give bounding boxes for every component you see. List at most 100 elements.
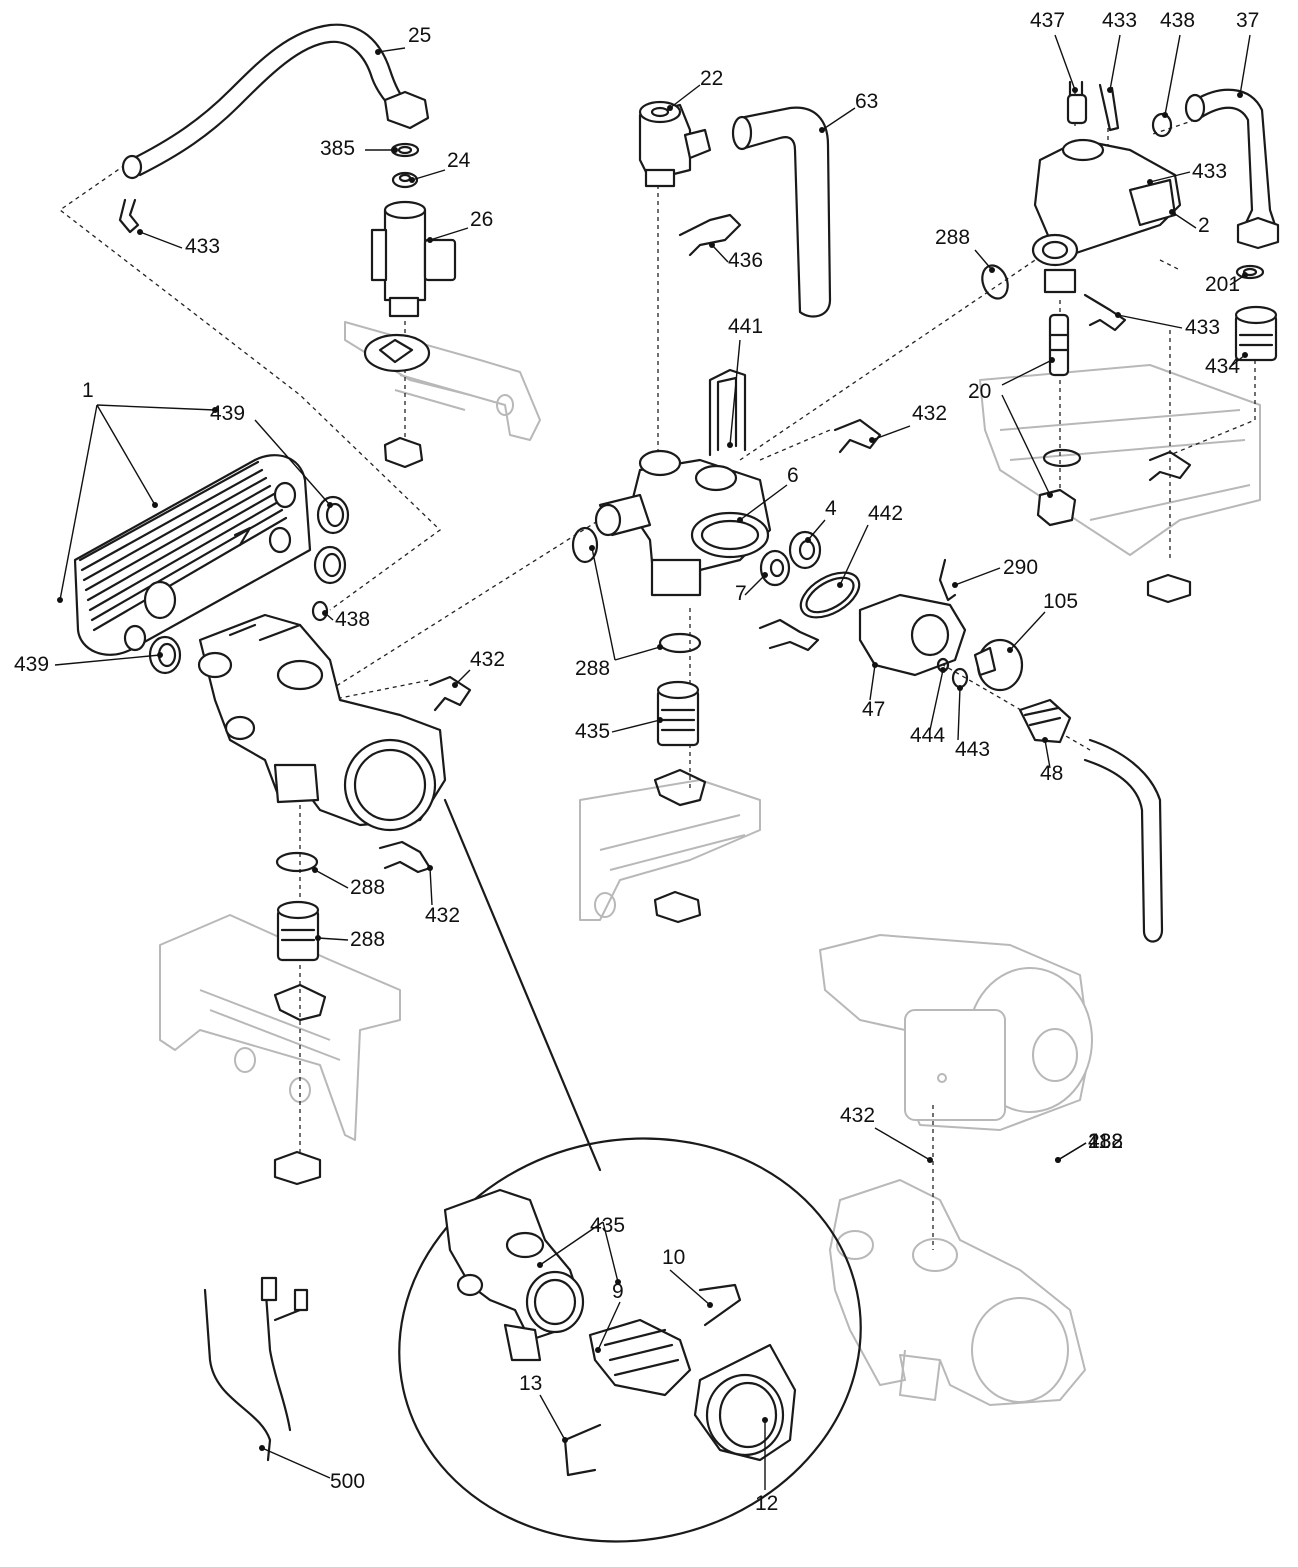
leader-line-436: [711, 244, 729, 263]
leader-line-47: [869, 664, 876, 701]
callout-500: 500: [330, 1470, 365, 1493]
heat-exchanger-1: [73, 454, 312, 656]
leader-line-288: [317, 937, 349, 941]
seal-439-c: [148, 635, 182, 675]
leader-line-288: [591, 547, 616, 661]
callout-433: 433: [1102, 9, 1137, 32]
leader-dot-438: [322, 610, 328, 616]
sensor-437: [1066, 80, 1088, 125]
clip-432-lower: [378, 840, 432, 874]
callout-433: 433: [185, 235, 220, 258]
leader-line-443: [957, 687, 961, 741]
valve-22: [638, 100, 712, 188]
callout-288: 288: [935, 226, 970, 249]
callout-438: 438: [1160, 9, 1195, 32]
leader-line-433: [139, 231, 183, 249]
leader-dot-443: [957, 685, 963, 691]
leader-line-432: [454, 669, 471, 686]
callout-439: 439: [210, 402, 245, 425]
leader-line-433: [1149, 171, 1191, 183]
detail-cap-11: [693, 1343, 797, 1462]
leader-dot-434: [1242, 352, 1248, 358]
leader-dot-201: [1242, 272, 1248, 278]
callout-437: 437: [1030, 9, 1065, 32]
leader-dot-441: [727, 442, 733, 448]
leader-dot-22: [667, 105, 673, 111]
clip-right-bracket: [1148, 450, 1192, 482]
leader-dot-6: [737, 517, 743, 523]
leader-dot-435: [657, 717, 663, 723]
clip-432-left: [428, 675, 472, 712]
callout-435: 435: [590, 1214, 625, 1237]
callout-105: 105: [1043, 590, 1078, 613]
leader-dot-47: [872, 662, 878, 668]
leader-dot-432: [927, 1157, 933, 1163]
leader-dot-432: [869, 437, 875, 443]
leader-line-288: [314, 869, 349, 889]
callout-438: 438: [335, 608, 370, 631]
callout-201: 201: [1205, 273, 1240, 296]
pipe-25: [121, 23, 430, 180]
leader-dot-290: [952, 582, 958, 588]
callout-13: 13: [519, 1372, 542, 1395]
leader-dot-288: [989, 267, 995, 273]
callout-385: 385: [320, 137, 355, 160]
wiring-500: [203, 1276, 309, 1462]
cap-105: [973, 638, 1024, 692]
callout-20: 20: [968, 380, 991, 403]
callout-288: 288: [575, 657, 610, 680]
leader-line-441: [729, 339, 741, 446]
hose-63: [731, 106, 832, 318]
valve-48: [1018, 698, 1072, 744]
leader-dot-433: [1115, 312, 1121, 318]
callout-435: 435: [575, 720, 610, 743]
plug-7: [759, 549, 791, 587]
leader-line-105: [1009, 611, 1046, 651]
leader-line-432: [871, 425, 911, 441]
leader-line-13: [539, 1394, 566, 1441]
callout-2: 2: [1198, 214, 1210, 237]
clip-433-left: [118, 198, 140, 234]
leader-line-433: [1117, 314, 1183, 329]
callout-432: 432: [425, 904, 460, 927]
leader-line-439: [54, 654, 161, 666]
leader-line-432: [429, 867, 433, 906]
leader-dot-25: [375, 49, 381, 55]
callout-47: 47: [862, 698, 885, 721]
nipple-435-left: [276, 900, 320, 962]
leader-dot-1: [57, 597, 63, 603]
leader-dot-11: [1055, 1157, 1061, 1163]
leader-line-11: [1057, 1142, 1087, 1161]
valve-body-ghost: [829, 1179, 1086, 1406]
leader-line-438: [1164, 34, 1181, 116]
leader-line-2: [1171, 211, 1197, 229]
callout-436: 436: [728, 249, 763, 272]
callout-labels: 2538524264332263436441647442432288435437…: [14, 9, 1259, 1515]
callout-444: 444: [910, 724, 945, 747]
callout-11: 11: [1088, 1130, 1110, 1153]
clip-432-upper: [833, 418, 882, 454]
leader-dot-437: [1072, 87, 1078, 93]
housing-47: [858, 593, 967, 677]
hose-48: [1083, 738, 1164, 943]
leader-line-439: [254, 419, 331, 506]
leader-lines: [54, 34, 1251, 1490]
leader-dot-439: [157, 652, 163, 658]
leader-line-24: [411, 169, 446, 181]
leader-dot-432: [452, 682, 458, 688]
callout-6: 6: [787, 464, 799, 487]
leader-line-290: [954, 567, 1001, 586]
leader-line-1: [96, 404, 216, 411]
pipe-37: [1184, 88, 1280, 250]
leader-dot-105: [1007, 647, 1013, 653]
leader-dot-13: [562, 1437, 568, 1443]
leader-dot-444: [940, 667, 946, 673]
leader-dot-1: [212, 407, 218, 413]
leader-dot-24: [409, 177, 415, 183]
clip-left-low: [273, 983, 327, 1022]
leader-line-435: [602, 1221, 619, 1283]
leader-dot-12: [762, 1417, 768, 1423]
detail-clip-13: [698, 1283, 742, 1327]
leader-line-9: [597, 1301, 621, 1351]
seal-439-a: [316, 495, 350, 535]
